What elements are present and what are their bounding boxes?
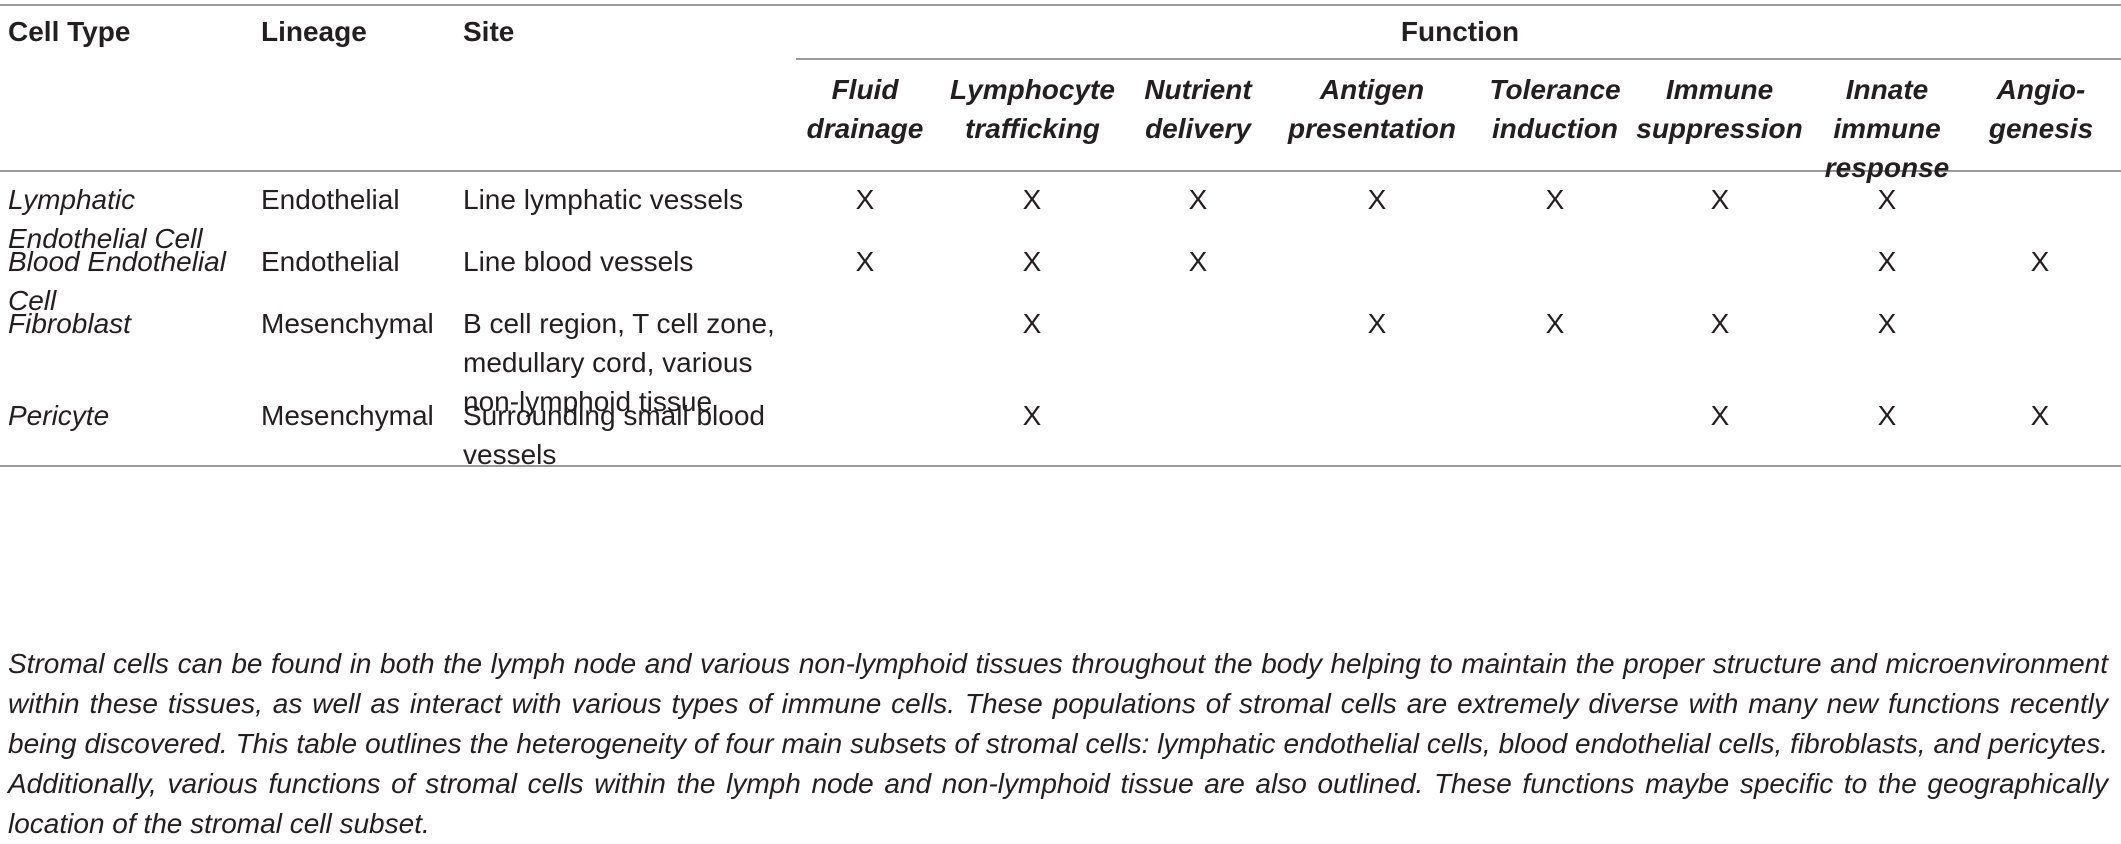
row-site: Line lymphatic vessels bbox=[463, 184, 744, 215]
function-mark: X bbox=[2030, 400, 2050, 431]
function-mark: X bbox=[1877, 246, 1897, 277]
row-cell-type: Pericyte bbox=[8, 400, 110, 431]
row-lineage: Mesenchymal bbox=[261, 308, 434, 339]
table-bottom-rule bbox=[0, 465, 2121, 467]
header-lineage: Lineage bbox=[261, 16, 367, 47]
function-mark: X bbox=[2030, 246, 2050, 277]
row-lineage: Endothelial bbox=[261, 184, 400, 215]
function-mark: X bbox=[855, 184, 875, 215]
table-caption: Stromal cells can be found in both the l… bbox=[8, 648, 2108, 839]
function-mark: X bbox=[1710, 400, 1730, 431]
function-mark: X bbox=[1710, 308, 1730, 339]
function-mark: X bbox=[1367, 184, 1387, 215]
row-lineage: Endothelial bbox=[261, 246, 400, 277]
table-top-rule bbox=[0, 4, 2121, 6]
function-mark: X bbox=[1022, 400, 1042, 431]
function-header-immune-suppression: Immune suppression bbox=[1636, 74, 1803, 144]
header-bottom-rule bbox=[0, 170, 2121, 172]
function-header-rule bbox=[796, 58, 2121, 60]
function-mark: X bbox=[1367, 308, 1387, 339]
function-mark: X bbox=[1710, 184, 1730, 215]
function-mark: X bbox=[1188, 246, 1208, 277]
function-mark: X bbox=[1877, 400, 1897, 431]
function-mark: X bbox=[855, 246, 875, 277]
function-header-tolerance-induction: Tolerance induction bbox=[1489, 74, 1621, 144]
header-site: Site bbox=[463, 16, 515, 47]
row-site: Line blood vessels bbox=[463, 246, 694, 277]
row-lineage: Mesenchymal bbox=[261, 400, 434, 431]
function-mark: X bbox=[1545, 308, 1565, 339]
row-cell-type: Blood Endothelial Cell bbox=[8, 246, 226, 316]
function-mark: X bbox=[1877, 184, 1897, 215]
function-mark: X bbox=[1545, 184, 1565, 215]
function-mark: X bbox=[1022, 246, 1042, 277]
function-header-nutrient-delivery: Nutrient delivery bbox=[1144, 74, 1252, 144]
header-cell-type: Cell Type bbox=[8, 16, 131, 47]
row-site: Surrounding small blood vessels bbox=[463, 400, 765, 470]
function-mark: X bbox=[1188, 184, 1208, 215]
function-header-innate-immune-response: Innate immune response bbox=[1824, 74, 1950, 183]
function-mark: X bbox=[1022, 308, 1042, 339]
row-cell-type: Fibroblast bbox=[8, 308, 131, 339]
function-mark: X bbox=[1877, 308, 1897, 339]
function-header-angiogenesis: Angio- genesis bbox=[1988, 74, 2094, 144]
row-site: B cell region, T cell zone, medullary co… bbox=[463, 308, 775, 417]
function-header-fluid-drainage: Fluid drainage bbox=[806, 74, 924, 144]
function-header-lymphocyte-trafficking: Lymphocyte trafficking bbox=[950, 74, 1115, 144]
function-mark: X bbox=[1022, 184, 1042, 215]
function-header-antigen-presentation: Antigen presentation bbox=[1287, 74, 1457, 144]
row-cell-type: Lymphatic Endothelial Cell bbox=[8, 184, 203, 254]
header-function: Function bbox=[1400, 16, 1520, 47]
